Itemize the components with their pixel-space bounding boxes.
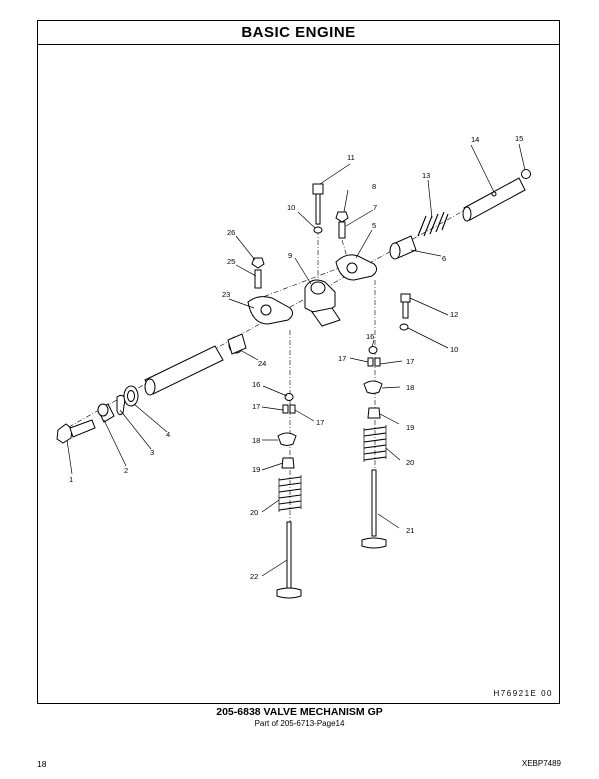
part-19-seal (367, 407, 381, 419)
part-4-washer (123, 385, 139, 407)
part-26-nut (251, 257, 265, 269)
callout-2: 2 (124, 466, 128, 475)
callout-24: 24 (258, 359, 266, 368)
callout-20b: 20 (250, 508, 258, 517)
part-18-retainer (363, 380, 383, 394)
callout-8: 8 (372, 182, 376, 191)
part-11-bolt (312, 183, 324, 225)
part-19-seal (281, 457, 295, 469)
callout-4: 4 (166, 430, 170, 439)
part-18-retainer (277, 432, 297, 446)
callout-20: 20 (406, 458, 414, 467)
callout-10: 10 (287, 203, 295, 212)
part-16-cap (284, 393, 294, 401)
part-5-rocker-bore (346, 262, 358, 274)
caption-subtitle: Part of 205-6713-Page14 (254, 719, 345, 728)
part-20-spring (278, 475, 302, 512)
callout-18b: 18 (252, 436, 260, 445)
callout-10b: 10 (450, 345, 458, 354)
part-24-rocker-shaft (144, 333, 247, 396)
callout-16b: 16 (252, 380, 260, 389)
part-17-keeper (282, 404, 296, 414)
part-14-rocker-shaft (462, 177, 526, 222)
part-17-keeper (367, 357, 381, 367)
part-1-bolt (56, 419, 96, 444)
callout-9: 9 (288, 251, 292, 260)
callout-7: 7 (373, 203, 377, 212)
part-9-bracket (304, 279, 341, 327)
part-10-washer (399, 323, 409, 331)
page-title: BASIC ENGINE (38, 21, 559, 45)
callout-17c: 17 (252, 402, 260, 411)
callout-5: 5 (372, 221, 376, 230)
callout-17b: 17 (406, 357, 414, 366)
part-23-rocker-bore (260, 304, 272, 316)
callout-17: 17 (338, 354, 346, 363)
part-2-spacer (97, 403, 115, 423)
callout-6: 6 (442, 254, 446, 263)
callout-17d: 17 (316, 418, 324, 427)
callout-13: 13 (422, 171, 430, 180)
callout-19: 19 (406, 423, 414, 432)
part-22-valve (276, 521, 302, 599)
part-15-plug (521, 169, 531, 179)
part-21-valve (361, 469, 387, 549)
leader-lines (66, 143, 526, 577)
callout-23: 23 (222, 290, 230, 299)
part-12-bolt (400, 293, 411, 319)
part-6-bushing (389, 235, 417, 260)
callout-labels: 1 2 3 4 5 6 7 8 9 10 10 11 12 13 14 15 1… (69, 134, 523, 581)
page-number: 18 (37, 759, 47, 769)
part-20-spring (363, 425, 387, 462)
part-8-nut (335, 211, 349, 223)
callout-14: 14 (471, 135, 479, 144)
part-7-adjuster (338, 221, 346, 239)
part-13-spring (417, 211, 449, 237)
callout-25: 25 (227, 257, 235, 266)
illustration-code: H76921E 00 (493, 689, 553, 698)
part-3-clip (116, 394, 126, 416)
part-10-washer (313, 226, 323, 234)
page-frame: BASIC ENGINE H76921E 00 (37, 20, 560, 704)
callout-15: 15 (515, 134, 523, 143)
callout-18: 18 (406, 383, 414, 392)
part-16-cap (368, 346, 378, 354)
callout-11: 11 (347, 153, 355, 162)
callout-12: 12 (450, 310, 458, 319)
callout-22: 22 (250, 572, 258, 581)
caption-title: 205-6838 VALVE MECHANISM GP (216, 706, 383, 718)
callout-26: 26 (227, 228, 235, 237)
callout-21: 21 (406, 526, 414, 535)
part-25-adjuster (254, 269, 262, 289)
callout-3: 3 (150, 448, 154, 457)
document-code: XEBP7489 (521, 759, 561, 768)
callout-16: 16 (366, 332, 374, 341)
callout-1: 1 (69, 475, 73, 484)
callout-19b: 19 (252, 465, 260, 474)
